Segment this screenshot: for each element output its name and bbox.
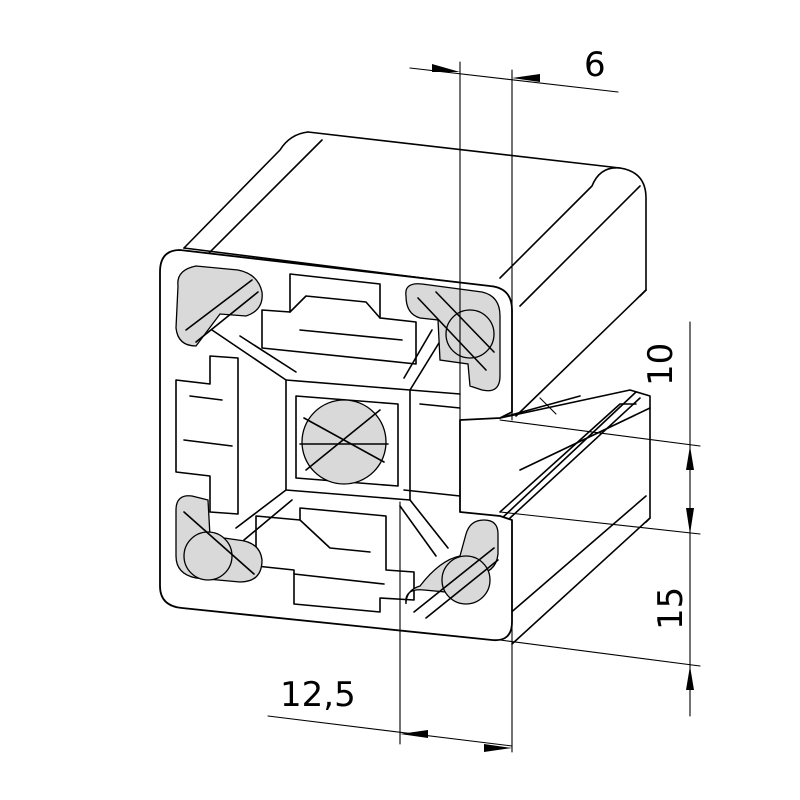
- dimension-bottom-label: 12,5: [280, 675, 356, 715]
- corner-bore-top-right: [405, 283, 501, 392]
- extrusion-top-body: [183, 131, 647, 417]
- dimension-top: 6: [409, 45, 619, 421]
- dimension-right-lower-label: 15: [651, 587, 691, 630]
- corner-bore-top-left: [175, 265, 263, 347]
- dimension-bottom: 12,5: [267, 501, 513, 753]
- extrusion-slot-body: [499, 389, 651, 645]
- profile-inner-features: [175, 265, 501, 619]
- dimension-right-upper-label: 10: [641, 343, 681, 386]
- dimension-right-lower: 15: [499, 535, 701, 717]
- corner-bore-bottom-right: [405, 519, 499, 619]
- dimension-right-upper: 10: [499, 321, 701, 537]
- corner-bore-bottom-left: [175, 495, 263, 583]
- dimension-top-label: 6: [584, 45, 606, 85]
